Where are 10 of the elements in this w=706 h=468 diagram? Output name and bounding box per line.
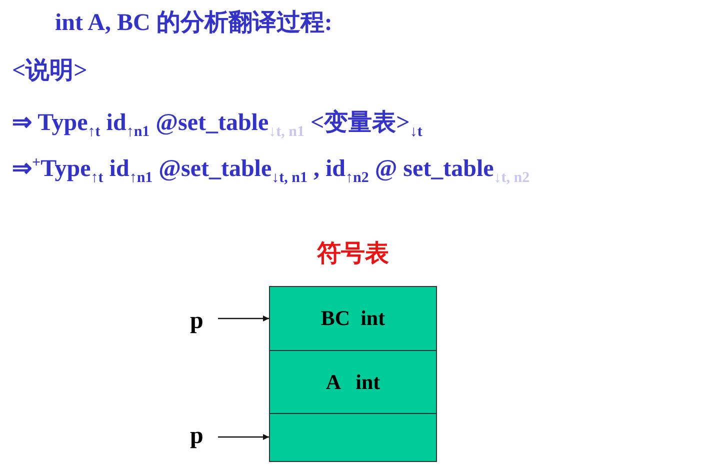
table-row: A int [270,350,436,413]
arrow [218,316,269,322]
table-heading: 符号表 [316,238,390,269]
table-row: BC int [270,287,436,350]
heading-text: int A, BC 的分析翻译过程: [55,8,332,38]
pointer-label: p [190,421,214,451]
arrow [218,434,269,440]
pointer-label: p [190,306,214,336]
heading-text: <说明> [12,56,88,86]
empty-table-row [270,413,436,461]
